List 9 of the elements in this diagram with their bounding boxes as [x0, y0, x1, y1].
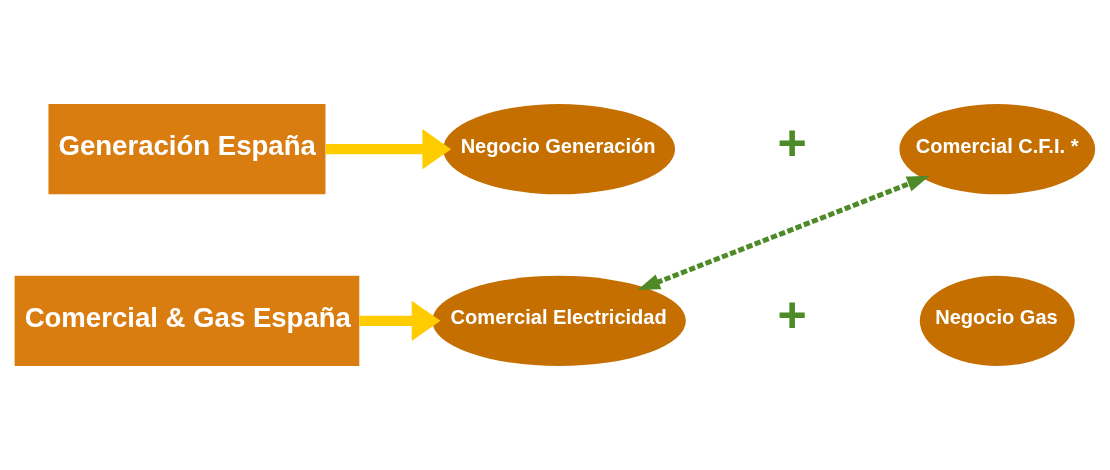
node-ellipse: Negocio Generación: [443, 104, 675, 195]
arrow: [359, 300, 441, 341]
node-box: Comercial & Gas España: [14, 275, 360, 366]
node-box: Generación España: [48, 104, 326, 195]
arrow: [325, 128, 452, 170]
arrow: [637, 175, 930, 291]
label: +: [777, 287, 807, 344]
node-ellipse: Negocio Gas: [919, 275, 1075, 366]
label: +: [777, 115, 807, 172]
